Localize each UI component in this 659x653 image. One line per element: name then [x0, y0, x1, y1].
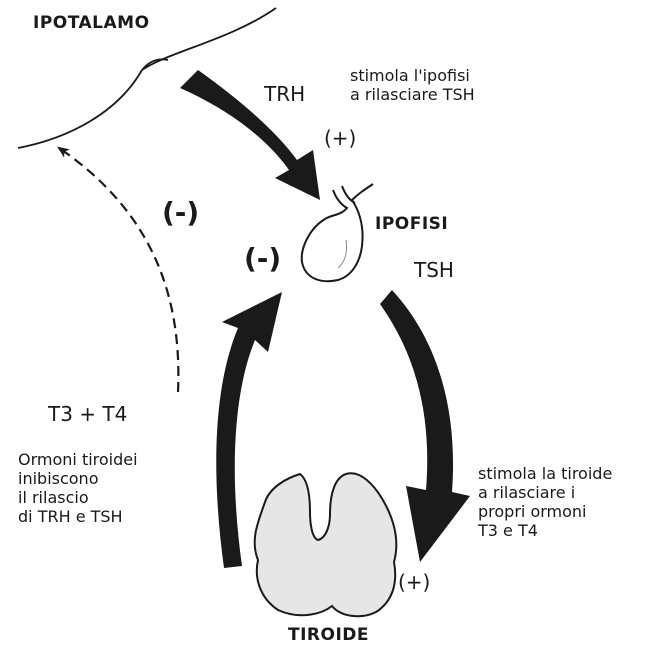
feedback-note: Ormoni tiroidei inibiscono il rilascio d…	[18, 450, 138, 526]
tsh-label: TSH	[414, 258, 454, 282]
tsh-plus-sign: (+)	[398, 570, 430, 594]
trh-label: TRH	[264, 82, 305, 106]
pituitary-gland	[302, 184, 373, 281]
pituitary-label: IPOFISI	[375, 214, 448, 234]
trh-effect-note: stimola l'ipofisi a rilasciare TSH	[350, 66, 475, 104]
thyroid-label: TIROIDE	[288, 625, 369, 645]
tsh-effect-note: stimola la tiroide a rilasciare i propri…	[478, 464, 612, 540]
hypothalamus-inhibition-sign: (-)	[162, 196, 199, 229]
trh-plus-sign: (+)	[324, 126, 356, 150]
t3-t4-label: T3 + T4	[48, 402, 127, 426]
pituitary-inhibition-sign: (-)	[244, 242, 281, 275]
hypothalamus-label: IPOTALAMO	[33, 13, 150, 33]
inhibition-dashed-arrow	[62, 150, 178, 392]
thyroid-gland	[255, 473, 397, 616]
